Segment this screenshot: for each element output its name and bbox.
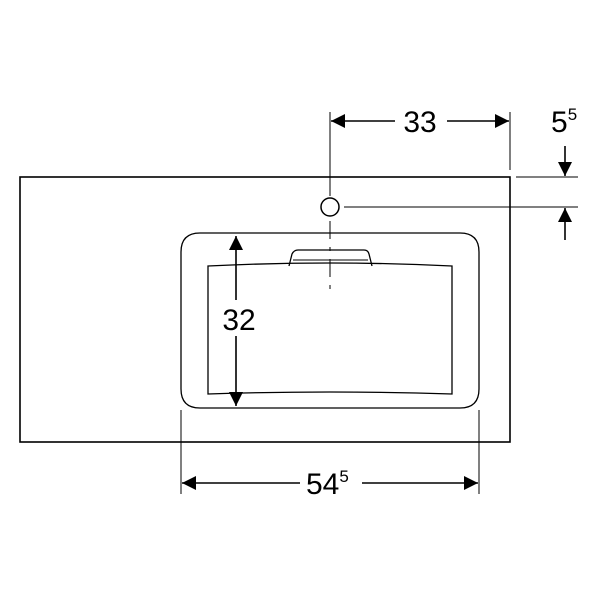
dim-5-label: 55 [551, 105, 577, 139]
dim-54-label: 545 [306, 467, 349, 501]
countertop-outline [19, 176, 511, 443]
dim-33-label: 33 [403, 106, 436, 139]
overflow-slot [288, 249, 373, 267]
dim-32-label-bg [218, 300, 260, 336]
basin-outer-rim [180, 232, 480, 409]
tap-hole [320, 197, 340, 217]
dim-32-label: 32 [222, 304, 255, 337]
